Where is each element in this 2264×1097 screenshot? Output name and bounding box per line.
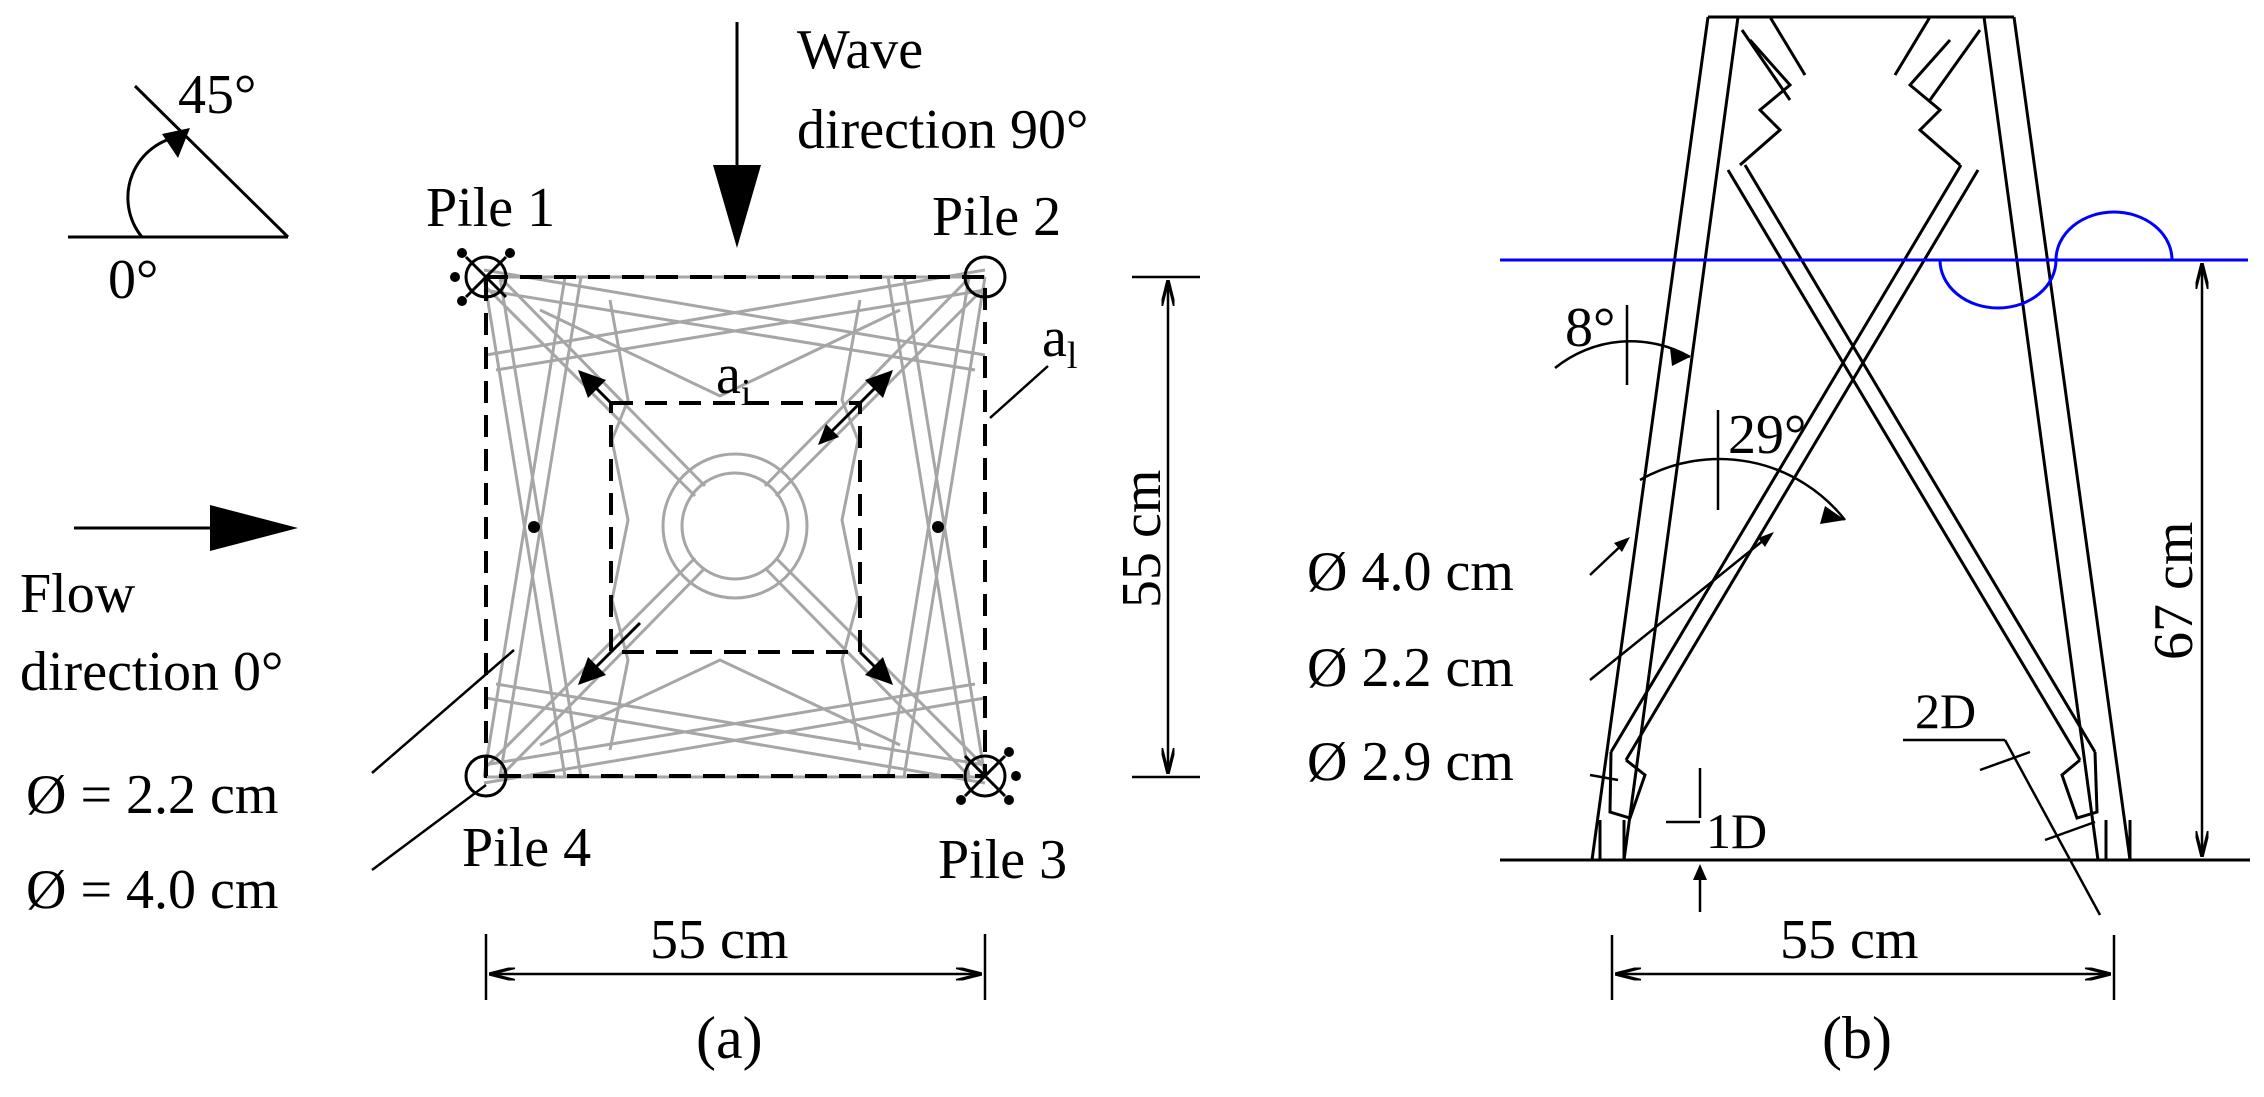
angle-45-line xyxy=(133,84,290,239)
angle-arc-arrowhead xyxy=(162,128,190,158)
wave-label-line2: direction 90° xyxy=(797,99,1088,161)
pile-4 xyxy=(464,754,508,798)
center-column-inner xyxy=(680,471,790,581)
plan-right-x-bracing xyxy=(886,276,987,778)
diam-small-leader xyxy=(371,649,515,774)
corner-arrow-tl xyxy=(578,370,606,398)
diam-large-leader xyxy=(371,783,487,872)
plan-bottom-x-bracing xyxy=(483,682,986,785)
two-d-label: 2D xyxy=(1915,683,1976,739)
side-height-label: 67 cm xyxy=(2143,522,2205,660)
panel-b: 8° 29° Ø 4.0 cm Ø 2.2 cm Ø 2.9 cm 2D 1D … xyxy=(1307,15,2250,1071)
outer-dashed-square xyxy=(484,275,987,778)
wave-label-line1: Wave xyxy=(797,19,923,81)
plan-width-label: 55 cm xyxy=(650,909,788,971)
ai-label: ai xyxy=(716,344,751,414)
wave-direction-indicator: Wave direction 90° xyxy=(713,19,1088,248)
plan-top-x-bracing xyxy=(483,268,986,372)
angle-29-arc xyxy=(1639,457,1846,521)
angle-8-label: 8° xyxy=(1565,297,1615,359)
pile-1 xyxy=(464,255,508,299)
plan-left-x-bracing xyxy=(482,276,583,778)
flow-label-line2: direction 0° xyxy=(20,641,283,703)
diam-29-leader xyxy=(1589,773,1619,782)
wave-arrow-head xyxy=(713,165,761,248)
plan-vertical-dimension: 55 cm xyxy=(1111,275,1200,779)
wave-profile xyxy=(1938,210,2174,310)
upper-brace-stubs xyxy=(1739,16,1961,167)
panel-a: 45° 0° Wave direction 90° Flow direction… xyxy=(20,19,1200,1071)
one-d-label: 1D xyxy=(1706,803,1767,859)
diam-22-label: Ø 2.2 cm xyxy=(1307,637,1514,699)
angle-8-arc xyxy=(1554,339,1691,369)
diam-large-label: Ø = 4.0 cm xyxy=(26,859,278,921)
side-vertical-dimension: 67 cm xyxy=(2143,263,2205,857)
pile-2 xyxy=(963,255,1007,299)
diam-22-leader xyxy=(1589,534,1771,681)
corner-arrow-tr xyxy=(865,370,893,398)
inner-dashed-square xyxy=(609,401,862,654)
pile-4-label: Pile 4 xyxy=(462,817,591,879)
plan-right-transition xyxy=(840,299,862,751)
side-width-label: 55 cm xyxy=(1780,909,1918,971)
center-column-outer xyxy=(661,452,809,600)
flow-direction-indicator: Flow direction 0° xyxy=(20,505,298,703)
left-leg xyxy=(1590,16,1740,861)
pile-3-cross xyxy=(963,754,1007,798)
pile-3 xyxy=(963,754,1007,798)
caption-b: (b) xyxy=(1822,1005,1892,1071)
al-leader xyxy=(989,365,1049,419)
plan-left-transition xyxy=(608,299,630,751)
corner-arrow-br xyxy=(865,657,893,685)
diam-40-label: Ø 4.0 cm xyxy=(1307,541,1514,603)
upper-brace-edges xyxy=(1740,29,1982,101)
right-node-dot xyxy=(932,521,944,533)
flow-arrow-head xyxy=(210,505,298,551)
plan-horizontal-dimension: 55 cm xyxy=(484,909,987,1000)
pile-1-label: Pile 1 xyxy=(426,177,555,239)
al-label: al xyxy=(1042,307,1077,377)
pile-2-label: Pile 2 xyxy=(932,186,1061,248)
plan-height-label: 55 cm xyxy=(1111,470,1173,608)
two-d-dim-line xyxy=(2003,739,2102,916)
right-leg xyxy=(1982,16,2132,861)
angle-arc xyxy=(126,134,184,238)
brace-stub-ends xyxy=(1608,751,2099,820)
piles: Pile 1 Pile 2 Pile 3 Pile 4 xyxy=(426,177,1067,891)
diam-small-label: Ø = 2.2 cm xyxy=(26,764,278,826)
pile-3-label: Pile 3 xyxy=(938,829,1067,891)
mudmat-stubs xyxy=(1598,820,2132,860)
left-node-dot xyxy=(528,521,540,533)
side-horizontal-dimension: 55 cm xyxy=(1610,909,2116,1000)
corner-arrow-bl xyxy=(578,657,606,685)
caption-a: (a) xyxy=(696,1005,763,1071)
plan-upper-lower-transition xyxy=(539,308,901,747)
angle-reference: 45° 0° xyxy=(68,64,290,311)
angle-0-label: 0° xyxy=(108,249,158,311)
angle-29-label: 29° xyxy=(1728,404,1806,466)
angle-45-label: 45° xyxy=(178,64,256,126)
diam-29-label: Ø 2.9 cm xyxy=(1307,731,1514,793)
main-x-bracing xyxy=(1609,164,2097,761)
pile-1-cross xyxy=(464,255,508,299)
inner-square-corner-arrows xyxy=(578,370,893,685)
flow-label-line1: Flow xyxy=(20,563,136,625)
